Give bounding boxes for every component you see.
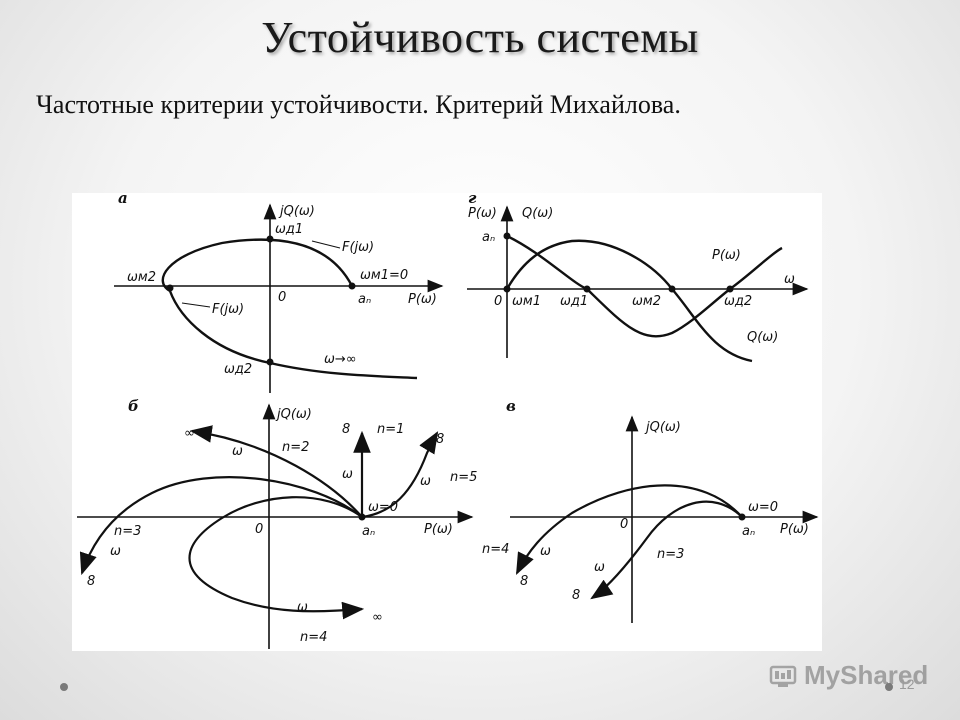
panel-g: г P(ω) Q(ω) aₙ 0 ω ωм1 ωд1 ωм2 ωд2 P(ω) … [467, 193, 809, 363]
panel-b-n4-inf: ∞ [372, 610, 383, 625]
panel-v-n4-curve [516, 484, 743, 575]
mikhailov-figure: a jQ(ω) P(ω) 0 ωд1 F(jω) ωм2 ωм1=0 aₙ F(… [72, 193, 822, 651]
panel-a-fjw-left-leader [181, 302, 211, 308]
panel-v-n4-eight: 8 [520, 574, 528, 589]
panel-v-origin: 0 [620, 517, 628, 532]
panel-a-fjw-top-leader [311, 240, 341, 249]
panel-a-wd1: ωд1 [275, 222, 303, 237]
myshared-logo-icon [769, 665, 797, 687]
panel-v-y-label: jQ(ω) [644, 420, 681, 435]
panel-b-n1: n=1 [377, 422, 404, 437]
panel-v-n3-curve [590, 500, 743, 600]
panel-b-n3-eight: 8 [87, 574, 95, 589]
slide-bullet-left [60, 683, 68, 691]
panel-a-an: aₙ [358, 292, 371, 307]
panel-b-n2: n=2 [282, 440, 309, 455]
panel-g-tick-wm2: ωм2 [632, 294, 661, 309]
panel-a-wd2: ωд2 [224, 362, 252, 377]
panel-b-y-label: jQ(ω) [275, 407, 312, 422]
panel-a-point-an [348, 282, 356, 290]
panel-g-point-an [503, 232, 511, 240]
panel-b-x-label: P(ω) [424, 522, 453, 537]
panel-b-n1-eight: 8 [342, 422, 350, 437]
page-number: 12 [899, 676, 915, 692]
panel-v: в jQ(ω) P(ω) 0 aₙ ω=0 n=4 ω 8 n=3 ω 8 [482, 397, 819, 623]
panel-b-n2-curve [189, 425, 363, 518]
panel-a-fjw-top: F(jω) [342, 240, 374, 255]
panel-b-n2-inf: ∞ [184, 426, 195, 441]
panel-a-fjw-left: F(jω) [212, 302, 244, 317]
panel-b-n3: n=3 [114, 524, 141, 539]
panel-v-n3-eight: 8 [572, 588, 580, 603]
panel-b-n4-curve [188, 496, 365, 620]
panel-b-n3-curve [79, 476, 363, 576]
panel-g-tick-wd2: ωд2 [724, 294, 752, 309]
panel-a-point-wm2 [166, 284, 174, 292]
panel-b-n3-omega: ω [110, 544, 121, 559]
panel-b-origin: 0 [255, 522, 263, 537]
slide-title: Устойчивость системы [261, 13, 699, 62]
panel-g-x-label: ω [784, 272, 795, 287]
panel-b-w0: ω=0 [368, 500, 398, 515]
panel-b-n5-eight: 8 [436, 432, 444, 447]
mikhailov-diagrams-svg: a jQ(ω) P(ω) 0 ωд1 F(jω) ωм2 ωм1=0 aₙ F(… [77, 193, 819, 649]
panel-v-n3: n=3 [657, 547, 684, 562]
panel-a-wm1: ωм1=0 [360, 268, 408, 283]
panel-a-origin: 0 [278, 290, 286, 305]
panel-a-letter: a [118, 193, 128, 207]
panel-b-n2-omega: ω [232, 444, 243, 459]
panel-b-letter: б [128, 397, 139, 415]
watermark-text: MyShared [804, 660, 929, 690]
panel-v-n3-omega: ω [594, 560, 605, 575]
panel-g-origin: 0 [494, 294, 502, 309]
panel-g-p-curve-label: P(ω) [712, 248, 741, 263]
panel-b: б jQ(ω) P(ω) 0 aₙ ω=0 n=1 8 ω n=2 ∞ ω n=… [77, 397, 477, 649]
panel-g-letter: г [468, 193, 477, 207]
panel-a: a jQ(ω) P(ω) 0 ωд1 F(jω) ωм2 ωм1=0 aₙ F(… [114, 193, 444, 393]
myshared-watermark: MyShared [768, 660, 928, 691]
panel-b-n5-omega: ω [420, 474, 431, 489]
panel-a-hodograph [161, 238, 418, 380]
panel-a-w-inf: ω→∞ [324, 352, 357, 367]
panel-b-n5-curve [361, 431, 439, 519]
panel-g-tick-wm1: ωм1 [512, 294, 541, 309]
panel-g-q-label: Q(ω) [522, 206, 553, 221]
panel-g-q-curve-label: Q(ω) [747, 330, 778, 345]
panel-g-p-label: P(ω) [468, 206, 497, 221]
panel-a-point-wd2 [266, 358, 274, 366]
panel-b-n4-omega: ω [297, 600, 308, 615]
panel-a-y-label: jQ(ω) [278, 204, 315, 219]
panel-b-n5: n=5 [450, 470, 477, 485]
panel-b-n1-omega: ω [342, 467, 353, 482]
panel-g-point-0 [503, 285, 511, 293]
panel-g-tick-wd1: ωд1 [560, 294, 588, 309]
panel-v-an: aₙ [742, 524, 755, 539]
panel-v-n4-omega: ω [540, 544, 551, 559]
panel-g-point-wd2 [726, 285, 734, 293]
panel-v-n4: n=4 [482, 542, 509, 557]
panel-g-q-curve [505, 239, 753, 363]
panel-a-point-wd1 [266, 235, 274, 243]
panel-g-point-wd1 [583, 285, 591, 293]
panel-v-w0: ω=0 [748, 500, 778, 515]
panel-b-n4: n=4 [300, 630, 327, 645]
panel-v-x-label: P(ω) [780, 522, 809, 537]
panel-b-an: aₙ [362, 524, 375, 539]
panel-g-an: aₙ [482, 230, 495, 245]
panel-a-x-label: P(ω) [408, 292, 437, 307]
slide-bullet-right [885, 683, 893, 691]
panel-g-p-curve [506, 234, 783, 338]
panel-g-point-wm2 [668, 285, 676, 293]
panel-v-letter: в [506, 397, 516, 415]
slide-subtitle: Частотные критерии устойчивости. Критери… [36, 90, 681, 119]
panel-a-wm2: ωм2 [127, 270, 156, 285]
